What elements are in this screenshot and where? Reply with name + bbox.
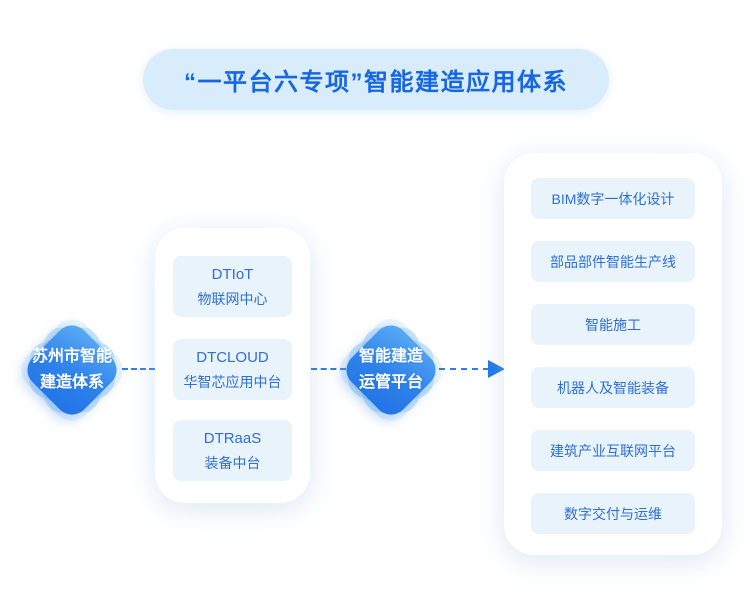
connector-left-dashed-line [122, 368, 155, 370]
right-panel-item-bim-design: BIM数字一体化设计 [531, 178, 695, 219]
chip-label: 机器人及智能装备 [557, 379, 669, 396]
right-panel-item-robots-equipment: 机器人及智能装备 [531, 367, 695, 408]
page-title: “一平台六专项”智能建造应用体系 [184, 69, 568, 96]
chip-title: DTRaaS [203, 429, 262, 447]
page-title-pill: “一平台六专项”智能建造应用体系 [143, 49, 609, 110]
left-node-suzhou-system: 苏州市智能 建造体系 [13, 311, 131, 429]
chip-title: DTIoT [211, 265, 254, 283]
connector-arrow-dashed-line [439, 368, 489, 370]
middle-panel-item-dtcloud: DTCLOUD 华智芯应用中台 [173, 339, 292, 400]
right-panel-item-smart-construction: 智能施工 [531, 304, 695, 345]
chip-subtitle: 物联网中心 [197, 290, 268, 307]
middle-panel-item-dtiot: DTIoT 物联网中心 [173, 256, 292, 317]
center-node-label-line1: 智能建造 [358, 348, 423, 365]
center-node-label-line2: 运管平台 [358, 374, 423, 391]
chip-label: 部品部件智能生产线 [550, 253, 676, 270]
chip-label: 建筑产业互联网平台 [550, 442, 676, 459]
left-node-label-line1: 苏州市智能 [31, 348, 112, 365]
left-node-label-line2: 建造体系 [39, 374, 104, 391]
chip-subtitle: 装备中台 [204, 454, 261, 471]
connector-middle-dashed-line [311, 368, 346, 370]
chip-title: DTCLOUD [196, 348, 269, 366]
center-node-label: 智能建造 运管平台 [338, 317, 444, 423]
center-node-operations-platform: 智能建造 运管平台 [332, 311, 450, 429]
middle-panel: DTIoT 物联网中心 DTCLOUD 华智芯应用中台 DTRaaS 装备中台 [155, 228, 310, 503]
left-node-label: 苏州市智能 建造体系 [19, 317, 125, 423]
right-panel: BIM数字一体化设计 部品部件智能生产线 智能施工 机器人及智能装备 建筑产业互… [504, 153, 722, 555]
arrow-head-icon [488, 360, 505, 378]
right-panel-item-industry-internet-platform: 建筑产业互联网平台 [531, 430, 695, 471]
right-panel-item-smart-production-line: 部品部件智能生产线 [531, 241, 695, 282]
chip-label: BIM数字一体化设计 [551, 190, 675, 207]
chip-subtitle: 华智芯应用中台 [183, 373, 282, 390]
chip-label: 数字交付与运维 [564, 505, 662, 522]
right-panel-item-digital-delivery-om: 数字交付与运维 [531, 493, 695, 534]
middle-panel-item-dtraas: DTRaaS 装备中台 [173, 420, 292, 481]
chip-label: 智能施工 [585, 316, 641, 333]
